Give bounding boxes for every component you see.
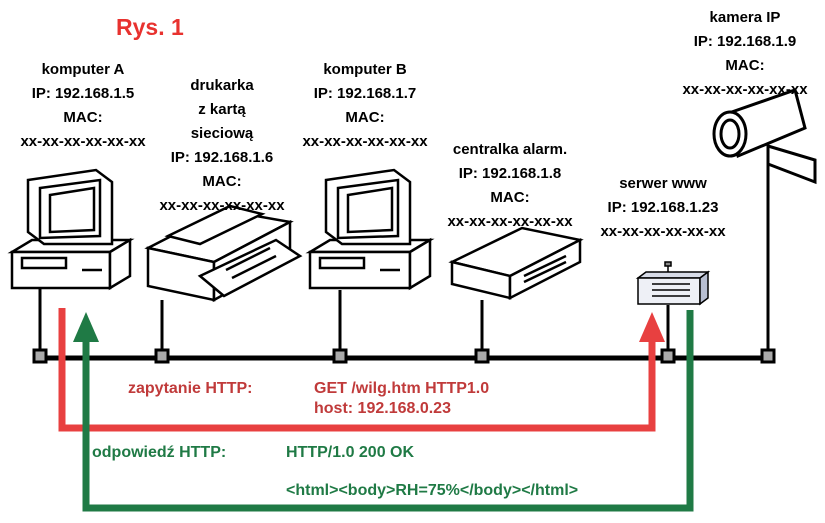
camera-mac-label: MAC: bbox=[725, 57, 765, 74]
computer-a-name: komputer A bbox=[41, 61, 125, 78]
alarm-panel-icon bbox=[448, 226, 584, 301]
alarm-ip: IP: 192.168.1.8 bbox=[458, 165, 562, 182]
alarm-mac: xx-xx-xx-xx-xx-xx bbox=[447, 213, 573, 230]
response-label: odpowiedź HTTP: bbox=[92, 444, 227, 461]
computer-b-mac-label: MAC: bbox=[345, 109, 385, 126]
camera-name: kamera IP bbox=[709, 9, 781, 26]
computer-b-mac: xx-xx-xx-xx-xx-xx bbox=[302, 133, 428, 150]
computer-a-mac: xx-xx-xx-xx-xx-xx bbox=[20, 133, 146, 150]
server-label: serwer www IP: 192.168.1.23 xx-xx-xx-xx-… bbox=[588, 172, 738, 244]
camera-mac: xx-xx-xx-xx-xx-xx bbox=[682, 81, 808, 98]
camera-label: kamera IP IP: 192.168.1.9 MAC: xx-xx-xx-… bbox=[670, 6, 820, 102]
computer-a-ip: IP: 192.168.1.5 bbox=[31, 85, 135, 102]
response-line-2: <html><body>RH=75%</body></html> bbox=[286, 482, 579, 499]
figure-title: Rys. 1 bbox=[116, 14, 184, 40]
server-icon bbox=[635, 261, 711, 306]
server-mac: xx-xx-xx-xx-xx-xx bbox=[600, 223, 726, 240]
computer-b-ip: IP: 192.168.1.7 bbox=[313, 85, 417, 102]
computer-b-name: komputer B bbox=[323, 61, 407, 78]
computer-b-label: komputer B IP: 192.168.1.7 MAC: xx-xx-xx… bbox=[290, 58, 440, 154]
response-arrow bbox=[73, 310, 694, 512]
alarm-mac-label: MAC: bbox=[490, 189, 530, 206]
request-line-2: host: 192.168.0.23 bbox=[314, 400, 451, 417]
printer-name-3: sieciową bbox=[190, 125, 254, 142]
server-name: serwer www bbox=[619, 175, 707, 192]
server-ip: IP: 192.168.1.23 bbox=[607, 199, 719, 216]
camera-ip: IP: 192.168.1.9 bbox=[693, 33, 797, 50]
computer-a-mac-label: MAC: bbox=[63, 109, 103, 126]
printer-icon bbox=[144, 204, 303, 303]
request-line-1: GET /wilg.htm HTTP1.0 bbox=[314, 380, 490, 397]
computer-a-icon bbox=[7, 168, 135, 291]
camera-icon bbox=[712, 88, 817, 185]
response-line-1: HTTP/1.0 200 OK bbox=[286, 444, 415, 461]
printer-mac: xx-xx-xx-xx-xx-xx bbox=[159, 197, 285, 214]
request-label: zapytanie HTTP: bbox=[128, 380, 253, 397]
printer-name-2: z kartą bbox=[198, 101, 246, 118]
printer-label: drukarka z kartą sieciową IP: 192.168.1.… bbox=[150, 74, 294, 218]
printer-mac-label: MAC: bbox=[202, 173, 242, 190]
printer-name-1: drukarka bbox=[190, 77, 254, 94]
printer-ip: IP: 192.168.1.6 bbox=[170, 149, 274, 166]
alarm-name: centralka alarm. bbox=[452, 141, 568, 158]
request-arrow bbox=[58, 308, 665, 432]
alarm-label: centralka alarm. IP: 192.168.1.8 MAC: xx… bbox=[436, 138, 584, 234]
computer-b-icon bbox=[305, 168, 435, 291]
network-bus bbox=[32, 150, 776, 364]
computer-a-label: komputer A IP: 192.168.1.5 MAC: xx-xx-xx… bbox=[8, 58, 158, 154]
